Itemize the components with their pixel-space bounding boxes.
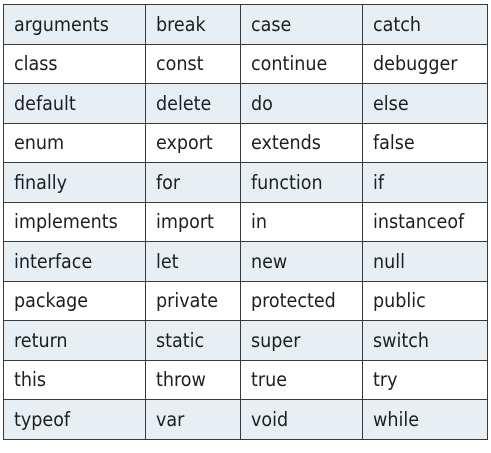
keyword-cell: enum [3,122,146,163]
table-row: class const continue debugger [3,43,488,84]
table-row: typeof var void while [3,399,488,440]
table-row: arguments break case catch [3,4,488,45]
keyword-cell: catch [362,4,488,45]
table-row: default delete do else [3,83,488,124]
keyword-cell: true [240,359,363,400]
keyword-cell: package [3,280,146,321]
keyword-cell: return [3,320,146,361]
keyword-cell: protected [240,280,363,321]
keyword-cell: static [145,320,241,361]
keyword-cell: else [362,83,488,124]
keywords-table: arguments break case catch class const c… [3,4,488,440]
keyword-cell: export [145,122,241,163]
keyword-cell: default [3,83,146,124]
keyword-cell: false [362,122,488,163]
keyword-cell: throw [145,359,241,400]
keyword-cell: interface [3,241,146,282]
keyword-cell: private [145,280,241,321]
keyword-cell: debugger [362,43,488,84]
keyword-cell: new [240,241,363,282]
keyword-cell: for [145,162,241,203]
keyword-cell: try [362,359,488,400]
table-row: this throw true try [3,359,488,400]
keyword-cell: public [362,280,488,321]
keyword-cell: case [240,4,363,45]
keyword-cell: function [240,162,363,203]
keyword-cell: void [240,399,363,440]
keyword-cell: instanceof [362,201,488,242]
keyword-cell: typeof [3,399,146,440]
table-row: implements import in instanceof [3,201,488,242]
table-row: interface let new null [3,241,488,282]
table-row: finally for function if [3,162,488,203]
keyword-cell: finally [3,162,146,203]
keyword-cell: while [362,399,488,440]
keyword-cell: do [240,83,363,124]
keyword-cell: implements [3,201,146,242]
keyword-cell: extends [240,122,363,163]
keyword-cell: in [240,201,363,242]
keyword-cell: null [362,241,488,282]
table-row: return static super switch [3,320,488,361]
keyword-cell: import [145,201,241,242]
keyword-cell: super [240,320,363,361]
keyword-cell: var [145,399,241,440]
keyword-cell: this [3,359,146,400]
keyword-cell: const [145,43,241,84]
keyword-cell: break [145,4,241,45]
keyword-cell: let [145,241,241,282]
keyword-cell: switch [362,320,488,361]
keyword-cell: delete [145,83,241,124]
table-row: enum export extends false [3,122,488,163]
keyword-cell: if [362,162,488,203]
keyword-cell: continue [240,43,363,84]
keyword-cell: arguments [3,4,146,45]
table-row: package private protected public [3,280,488,321]
keyword-cell: class [3,43,146,84]
